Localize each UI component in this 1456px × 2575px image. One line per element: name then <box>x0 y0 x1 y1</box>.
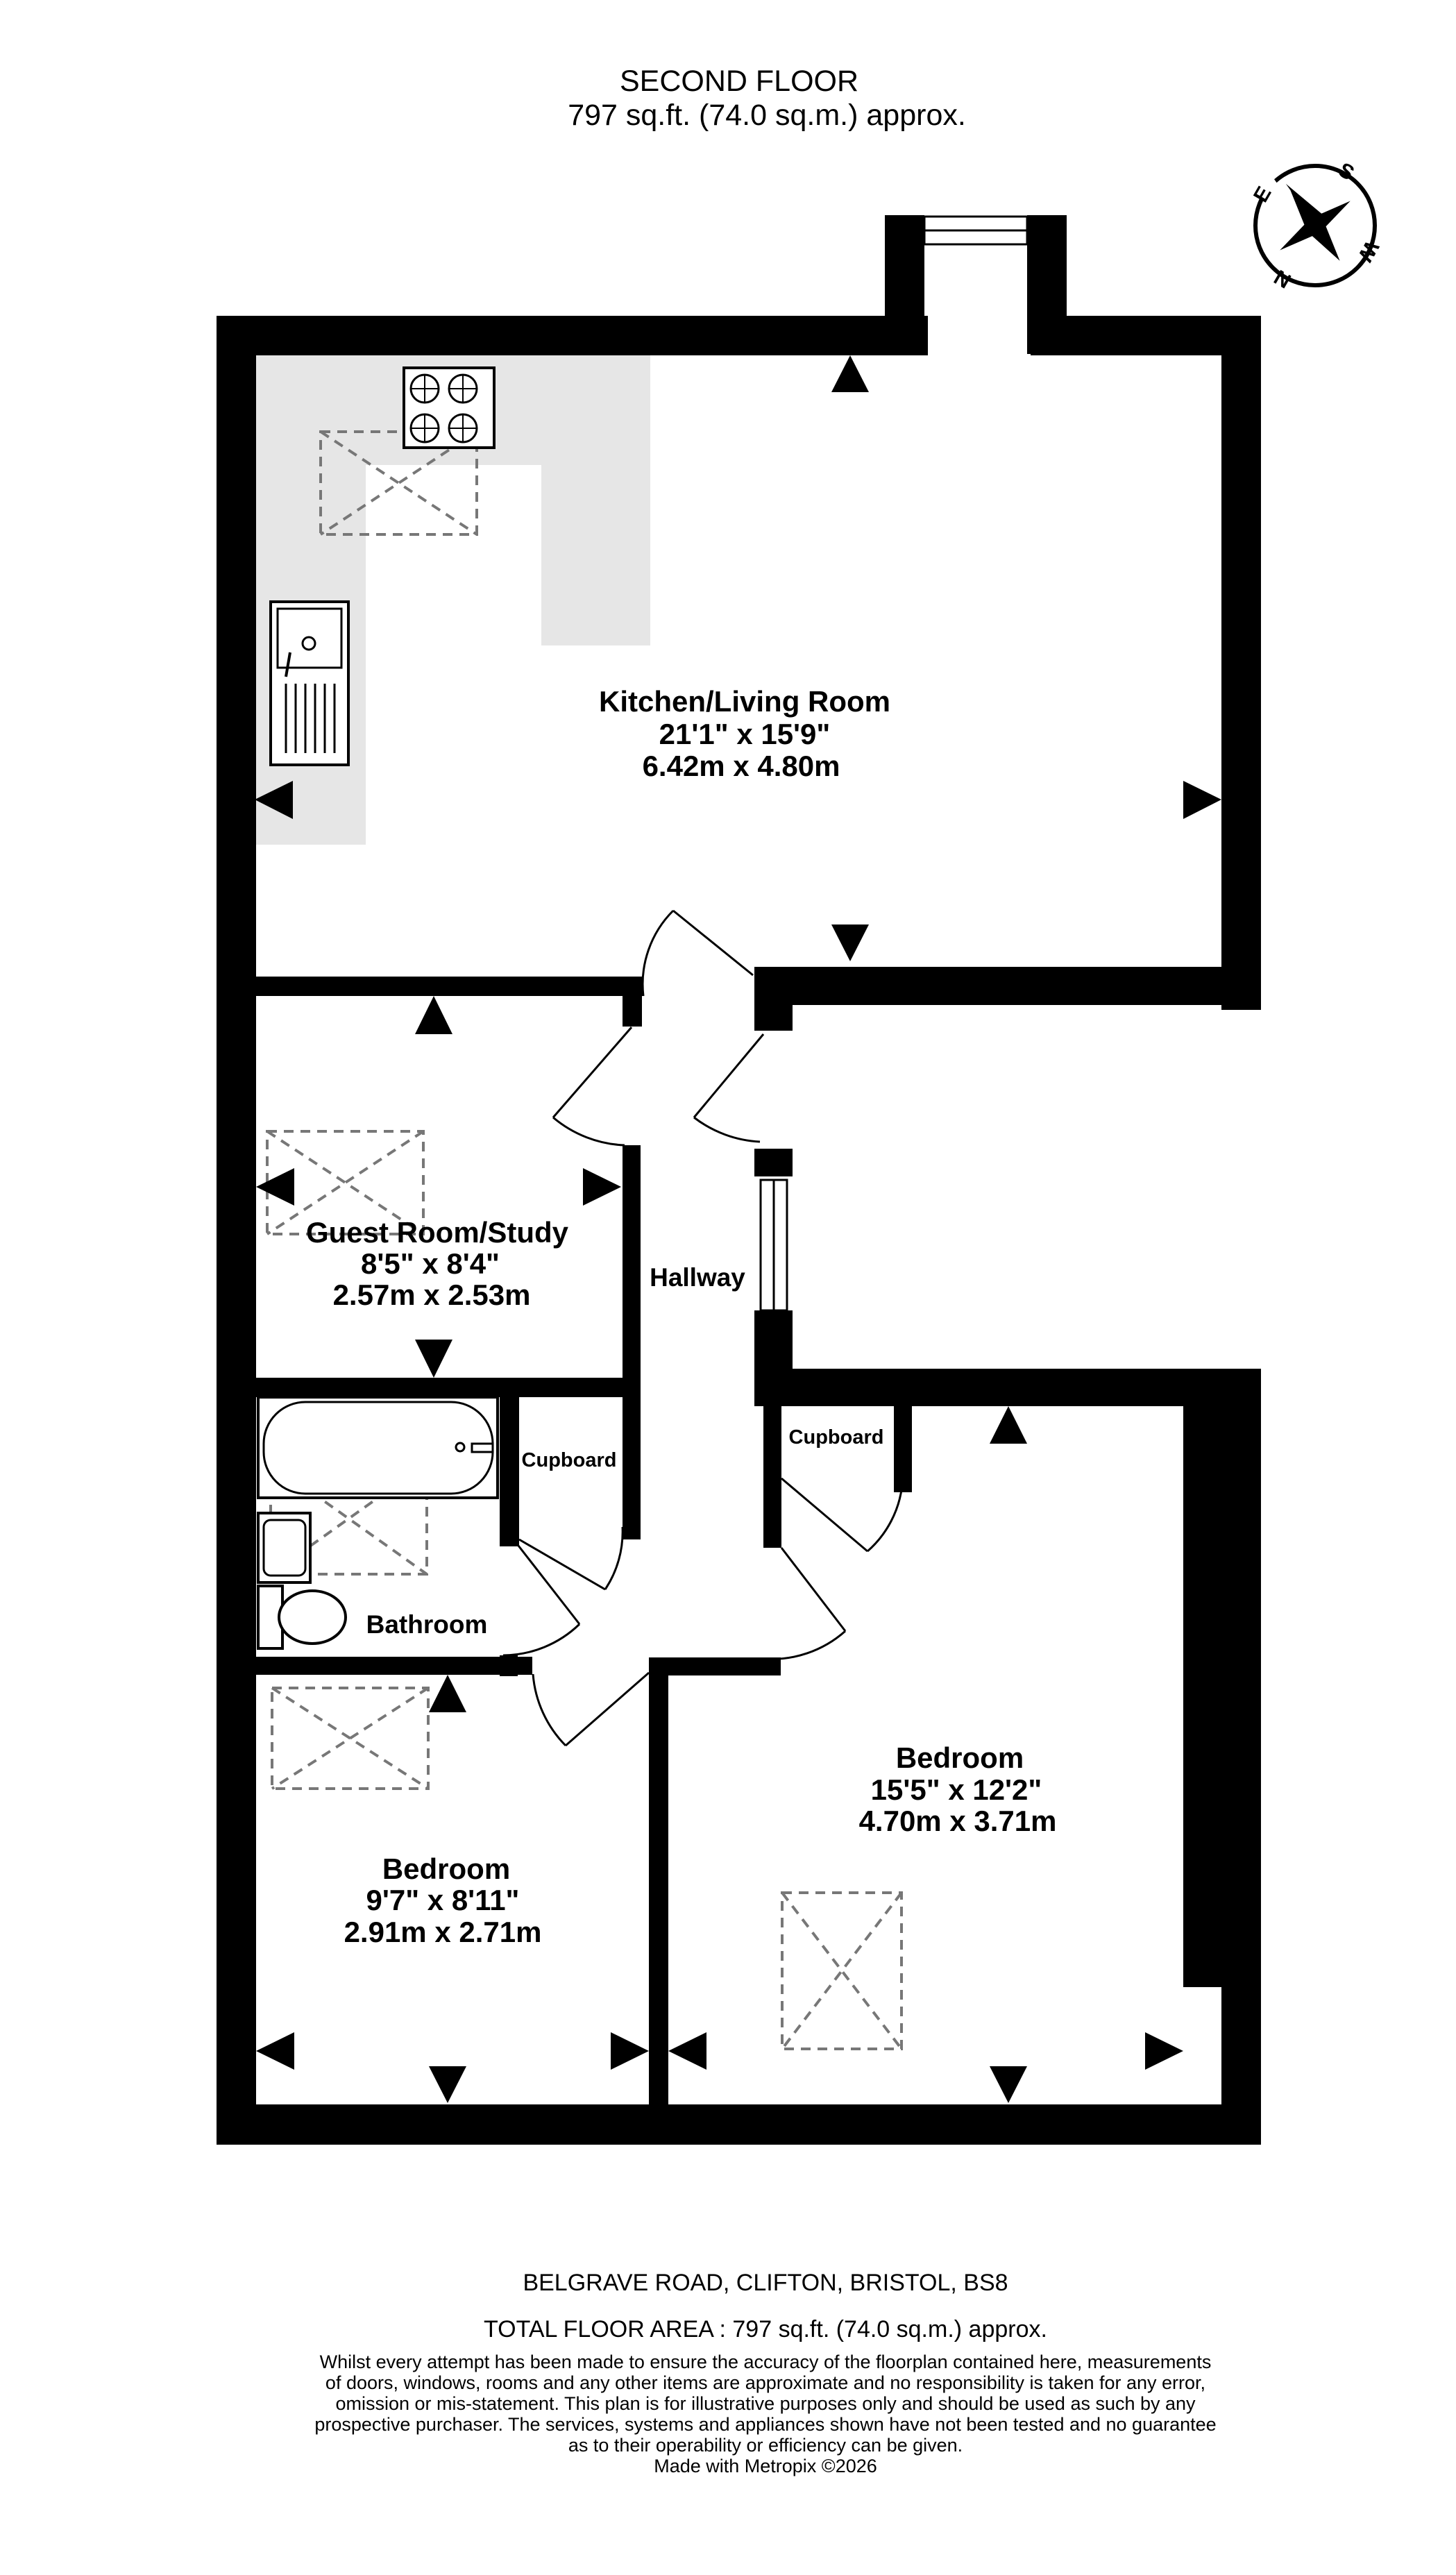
bedroom-large-metric: 4.70m x 3.71m <box>859 1805 1057 1837</box>
guest-imperial: 8'5" x 8'4" <box>361 1247 500 1280</box>
floor-title: SECOND FLOOR <box>620 65 858 98</box>
bedroom-small-imperial: 9'7" x 8'11" <box>366 1884 520 1916</box>
kitchen-imperial: 21'1" x 15'9" <box>659 718 831 750</box>
bedroom-small-metric: 2.91m x 2.71m <box>344 1916 542 1948</box>
skylight-bedroom-large <box>781 1891 903 2050</box>
walls <box>217 215 1261 2145</box>
footer-address: BELGRAVE ROAD, CLIFTON, BRISTOL, BS8 <box>523 2270 1008 2296</box>
footer-disclaimer-line-2: of doors, windows, rooms and any other i… <box>325 2372 1205 2393</box>
window-hallway <box>759 1179 788 1312</box>
window-top <box>923 215 1028 246</box>
cupboard-left-label: Cupboard <box>522 1449 617 1471</box>
label-bedroom-small: Bedroom 9'7" x 8'11" 2.91m x 2.71m <box>344 1852 542 1948</box>
footer-credit: Made with Metropix ©2026 <box>654 2456 877 2476</box>
door-bedroom-large <box>763 1547 847 1660</box>
footer-disclaimer-line-4: prospective purchaser. The services, sys… <box>314 2414 1216 2435</box>
label-bedroom-large: Bedroom 15'5" x 12'2" 4.70m x 3.71m <box>859 1741 1057 1837</box>
kitchen-counter <box>255 355 650 845</box>
door-hall-right <box>693 1033 765 1143</box>
bedroom-large-name: Bedroom <box>896 1741 1024 1774</box>
bath-icon <box>257 1396 499 1499</box>
bedroom-small-name: Bedroom <box>382 1852 510 1885</box>
compass-rose-icon: S W N E <box>1249 158 1383 292</box>
kitchen-metric: 6.42m x 4.80m <box>643 750 840 782</box>
kitchen-sink-icon <box>269 600 350 766</box>
footer-disclaimer-line-3: omission or mis-statement. This plan is … <box>335 2393 1196 2414</box>
bathroom-label: Bathroom <box>366 1610 488 1639</box>
compass-letter-w: W <box>1353 237 1383 266</box>
view-arrows <box>255 355 1221 2103</box>
footer-total-area: TOTAL FLOOR AREA : 797 sq.ft. (74.0 sq.m… <box>484 2316 1047 2342</box>
door-cupboard-left <box>518 1526 624 1591</box>
kitchen-name: Kitchen/Living Room <box>599 685 890 718</box>
footer-disclaimer-line-1: Whilst every attempt has been made to en… <box>320 2352 1212 2372</box>
floor-area: 797 sq.ft. (74.0 sq.m.) approx. <box>568 99 966 132</box>
door-bathroom <box>502 1539 581 1657</box>
washbasin-icon <box>257 1512 312 1584</box>
door-bedroom-small <box>532 1671 650 1747</box>
footer-disclaimer-line-5: as to their operability or efficiency ca… <box>568 2435 963 2456</box>
bedroom-large-imperial: 15'5" x 12'2" <box>871 1773 1042 1806</box>
door-kitchen <box>641 909 754 997</box>
guest-metric: 2.57m x 2.53m <box>333 1278 531 1311</box>
door-guest <box>552 1027 633 1147</box>
cupboard-right-label: Cupboard <box>789 1426 884 1449</box>
door-cupboard-right <box>781 1477 904 1553</box>
skylight-bedroom-small <box>271 1687 430 1790</box>
hallway-label: Hallway <box>650 1263 745 1292</box>
guest-name: Guest Room/Study <box>306 1216 569 1249</box>
skylight-kitchen <box>319 430 478 536</box>
hob-icon <box>403 366 496 449</box>
label-kitchen: Kitchen/Living Room 21'1" x 15'9" 6.42m … <box>599 685 890 782</box>
label-guest: Guest Room/Study 8'5" x 8'4" 2.57m x 2.5… <box>306 1216 569 1311</box>
toilet-icon <box>257 1585 347 1650</box>
